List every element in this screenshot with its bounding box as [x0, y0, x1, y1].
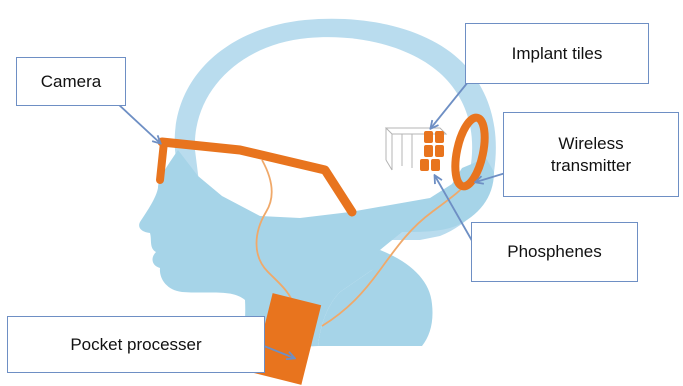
camera-label-box: Camera — [16, 57, 126, 106]
implant-tiles-label-box: Implant tiles — [465, 23, 649, 84]
pocket-processer-label-box: Pocket processer — [7, 316, 265, 373]
camera-wire — [255, 159, 295, 307]
glasses-temple — [157, 137, 357, 217]
brain-area — [194, 37, 473, 222]
wireless-transmitter-label-box: Wireless transmitter — [503, 112, 679, 197]
pocket-processor — [252, 293, 322, 385]
pocket-processer-label: Pocket processer — [70, 334, 202, 354]
camera-glasses — [156, 137, 357, 217]
implant-tiles — [420, 131, 444, 171]
transmitter-coil — [451, 113, 489, 191]
camera-label: Camera — [40, 71, 102, 91]
neck-back — [318, 250, 433, 346]
implant-tiles-label: Implant tiles — [511, 43, 603, 63]
wireless-transmitter-label-line1: Wireless — [558, 133, 624, 153]
wireless-transmitter-label-line2: transmitter — [550, 155, 632, 175]
camera-arrow — [117, 103, 160, 143]
implant-arrow — [431, 81, 469, 128]
phosphenes-label-box: Phosphenes — [471, 222, 638, 282]
wires — [255, 159, 471, 327]
phosphenes-label: Phosphenes — [507, 242, 602, 261]
phosphenes-arrow — [435, 176, 476, 247]
face-silhouette — [139, 150, 494, 350]
head-illustration — [139, 18, 496, 350]
transmitter-wire — [321, 179, 471, 327]
glasses-front — [156, 138, 168, 184]
implant-grid-outline — [384, 127, 448, 171]
